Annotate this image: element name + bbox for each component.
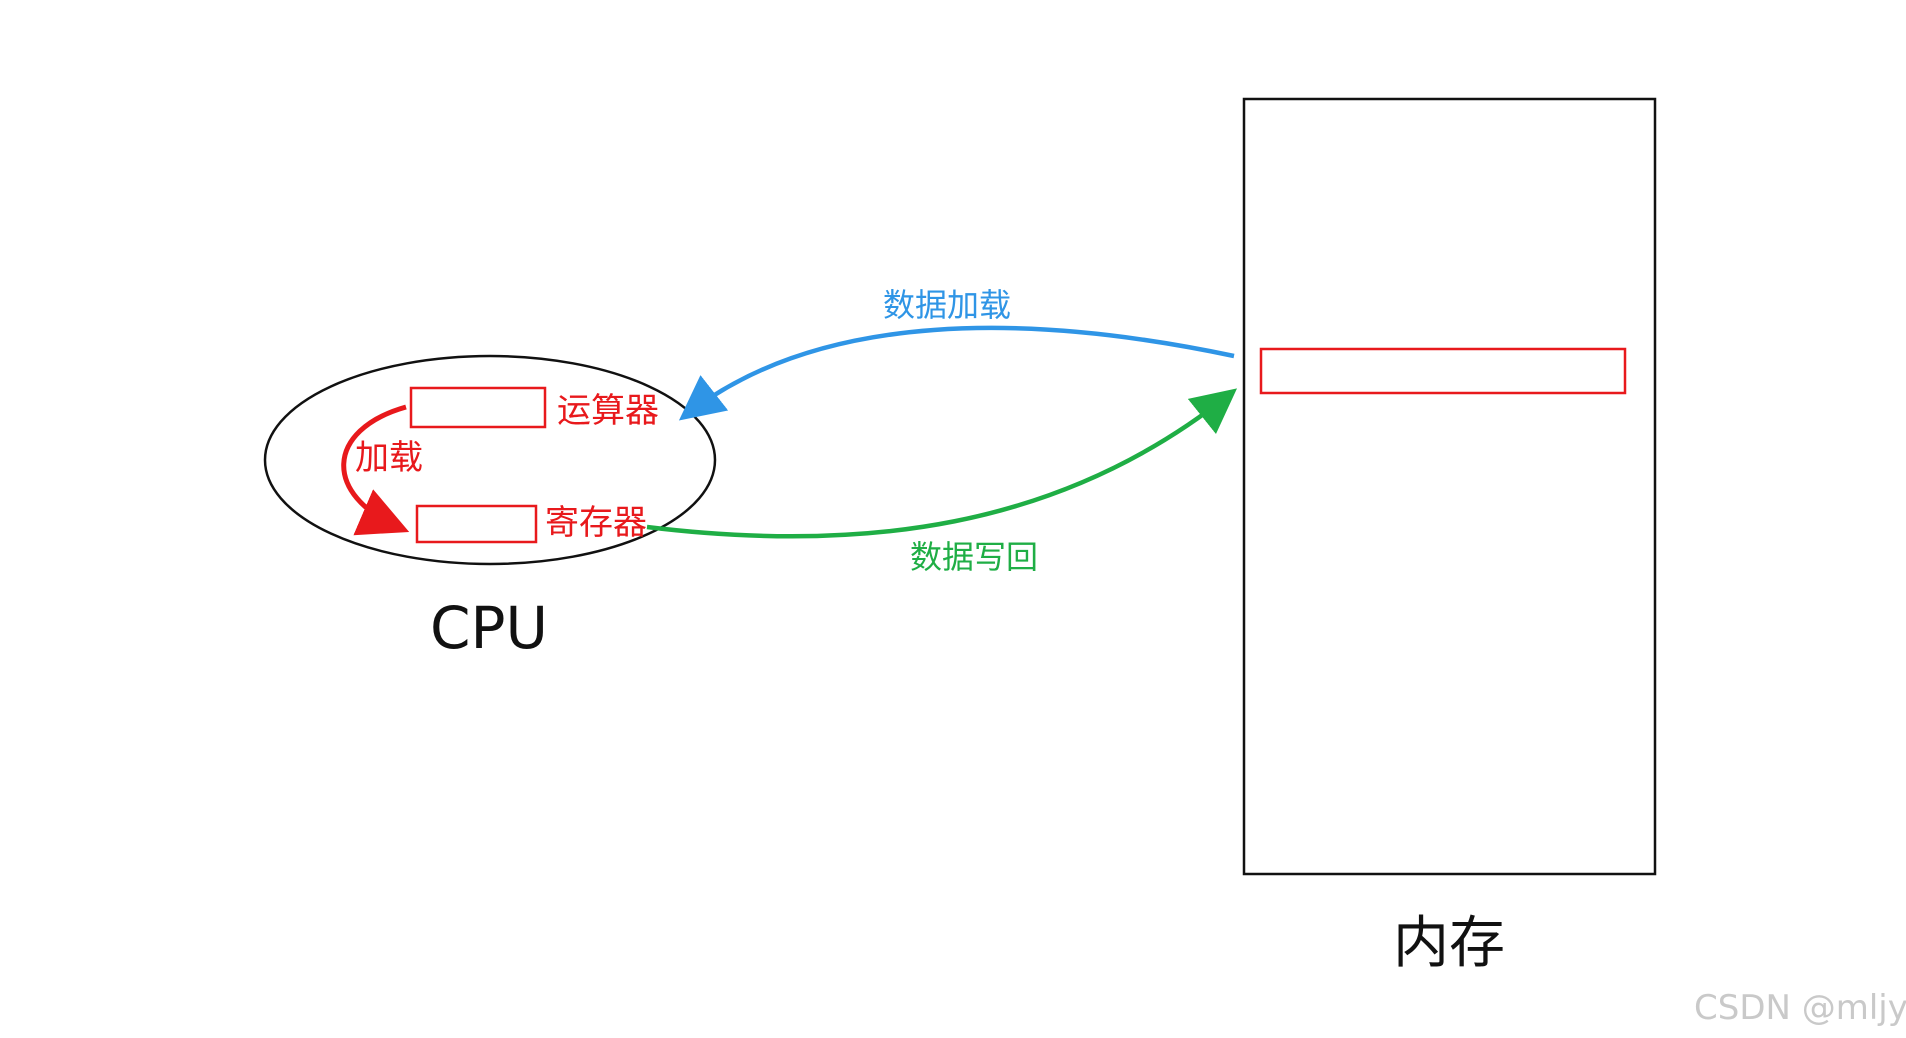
- alu-box: [409, 386, 547, 429]
- watermark: CSDN @mljy.: [1694, 988, 1906, 1028]
- data-writeback-arrow: [646, 388, 1238, 539]
- register-box: [415, 504, 538, 544]
- memory-cell-highlight: [1259, 347, 1627, 395]
- data-load-arrow: [678, 325, 1235, 421]
- data-load-label: 数据加载: [883, 286, 1011, 324]
- register-label: 寄存器: [545, 503, 647, 543]
- cpu-ellipse: [263, 354, 717, 566]
- internal-load-label: 加载: [355, 438, 423, 478]
- alu-label: 运算器: [557, 391, 659, 431]
- memory-label: 内存: [1393, 911, 1505, 976]
- memory-box: [1242, 97, 1657, 876]
- cpu-label: CPU: [430, 594, 548, 662]
- internal-load-arrow: [341, 404, 410, 536]
- data-writeback-label: 数据写回: [910, 538, 1038, 576]
